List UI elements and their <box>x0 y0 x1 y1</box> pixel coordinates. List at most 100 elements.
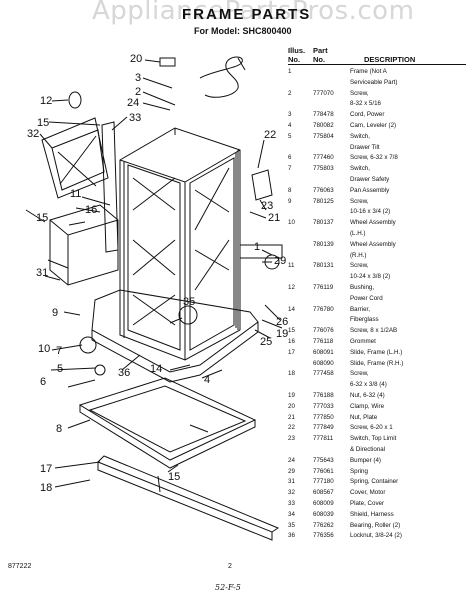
part-description: Screw, <box>350 370 369 378</box>
part-description: Slide, Frame (L.H.) <box>350 348 403 356</box>
part-description: Nut, Plate <box>350 413 378 421</box>
callout-3: 3 <box>135 72 141 84</box>
part-description: Switch, Top Limit <box>350 435 397 443</box>
part-number: 777180 <box>313 478 334 486</box>
part-description: Fiberglass <box>350 316 379 324</box>
callout-11: 11 <box>70 188 81 200</box>
part-description: & Directional <box>350 446 386 453</box>
part-number: 776188 <box>313 392 334 399</box>
illus-number: 31 <box>288 478 295 486</box>
part-description: Barrier, <box>350 305 370 313</box>
illus-number: 14 <box>288 305 295 313</box>
part-description: Drawer Tilt <box>350 143 380 151</box>
callout-25: 25 <box>260 336 272 348</box>
part-number: 777811 <box>313 435 334 443</box>
part-number: 776119 <box>313 284 334 291</box>
part-description: Locknut, 3/8-24 (2) <box>350 532 402 540</box>
callout-14: 14 <box>150 363 162 375</box>
illus-number: 17 <box>288 348 295 356</box>
part-number: 780125 <box>313 197 334 205</box>
part-description: Serviceable Part) <box>350 78 398 86</box>
part-description: Power Cord <box>350 294 383 302</box>
callout-1: 1 <box>254 241 260 253</box>
illus-number: 33 <box>288 500 295 507</box>
part-number: 777033 <box>313 402 334 410</box>
illus-number: 23 <box>288 435 295 443</box>
col-header-part: Part No. <box>313 46 328 64</box>
callout-17: 17 <box>40 463 52 475</box>
callout-7: 7 <box>56 345 62 357</box>
part-description: Spring <box>350 467 368 475</box>
illus-number: 19 <box>288 392 295 399</box>
part-description: Screw, 6-32 x 7/8 <box>350 154 398 162</box>
part-description: Cord, Power <box>350 111 385 119</box>
part-number: 776076 <box>313 327 334 335</box>
callout-10: 10 <box>38 343 50 355</box>
part-description: Wheel Assembly <box>350 240 396 248</box>
part-description: Screw, <box>350 89 369 97</box>
callout-9: 9 <box>52 307 58 319</box>
illus-number: 4 <box>288 122 292 129</box>
part-description: Screw, <box>350 197 369 205</box>
part-number: 780139 <box>313 240 334 248</box>
callout-22: 22 <box>264 129 276 141</box>
illus-number: 6 <box>288 154 292 162</box>
part-description: (L.H.) <box>350 230 366 237</box>
illus-number: 21 <box>288 413 295 421</box>
part-description: Spring, Container <box>350 478 399 486</box>
callout-2: 2 <box>135 86 141 98</box>
part-description: 8-32 x 5/16 <box>350 100 381 108</box>
callout-33: 33 <box>129 112 141 124</box>
illus-number: 22 <box>288 424 295 432</box>
callout-18: 18 <box>40 482 52 494</box>
part-number: 777458 <box>313 370 334 378</box>
callout-15c: 15 <box>168 471 180 483</box>
part-description: Switch, <box>350 165 370 173</box>
callout-35: 35 <box>183 296 195 308</box>
illus-number: 5 <box>288 132 292 140</box>
part-description: (R.H.) <box>350 251 367 259</box>
part-number: 776118 <box>313 338 334 345</box>
part-description: Slide, Frame (R.H.) <box>350 359 404 367</box>
part-number: 778478 <box>313 111 334 119</box>
callout-31: 31 <box>36 267 48 279</box>
callout-15: 15 <box>37 117 49 129</box>
callout-23: 23 <box>261 200 273 212</box>
callout-19: 19 <box>276 328 288 340</box>
callout-5: 5 <box>57 363 63 375</box>
illus-number: 35 <box>288 521 295 529</box>
part-number: 776780 <box>313 305 334 313</box>
part-description: Pan Assembly <box>350 186 390 194</box>
illus-number: 29 <box>288 467 295 475</box>
part-description: Grommet <box>350 338 376 345</box>
part-description: Frame (Not A <box>350 68 387 75</box>
illus-number: 24 <box>288 456 295 464</box>
illus-number: 8 <box>288 186 292 194</box>
part-description: Bearing, Roller (2) <box>350 521 401 529</box>
callout-32: 32 <box>27 128 39 140</box>
footer-page-number: 2 <box>228 563 232 570</box>
callout-8: 8 <box>56 423 62 435</box>
part-number: 775643 <box>313 456 334 464</box>
part-number: 777070 <box>313 89 334 97</box>
part-description: Drawer Safety <box>350 176 390 183</box>
part-number: 777460 <box>313 154 334 162</box>
part-description: Screw, <box>350 262 369 270</box>
callout-16: 16 <box>85 204 97 216</box>
callout-4: 4 <box>204 374 210 386</box>
illus-number: 12 <box>288 284 295 291</box>
illus-number: 2 <box>288 89 292 97</box>
part-description: 6-32 x 3/8 (4) <box>350 381 387 389</box>
part-number: 608090 <box>313 359 334 367</box>
table-header-rule <box>288 64 466 65</box>
callout-29: 29 <box>274 255 286 267</box>
callout-21: 21 <box>268 212 280 224</box>
footer-doc-number: 877222 <box>8 563 32 570</box>
part-number: 775804 <box>313 132 334 140</box>
illus-number: 20 <box>288 402 295 410</box>
part-number: 780137 <box>313 219 334 227</box>
col-header-description: DESCRIPTION <box>364 55 416 64</box>
part-number: 776356 <box>313 532 334 540</box>
illus-number: 16 <box>288 338 295 345</box>
